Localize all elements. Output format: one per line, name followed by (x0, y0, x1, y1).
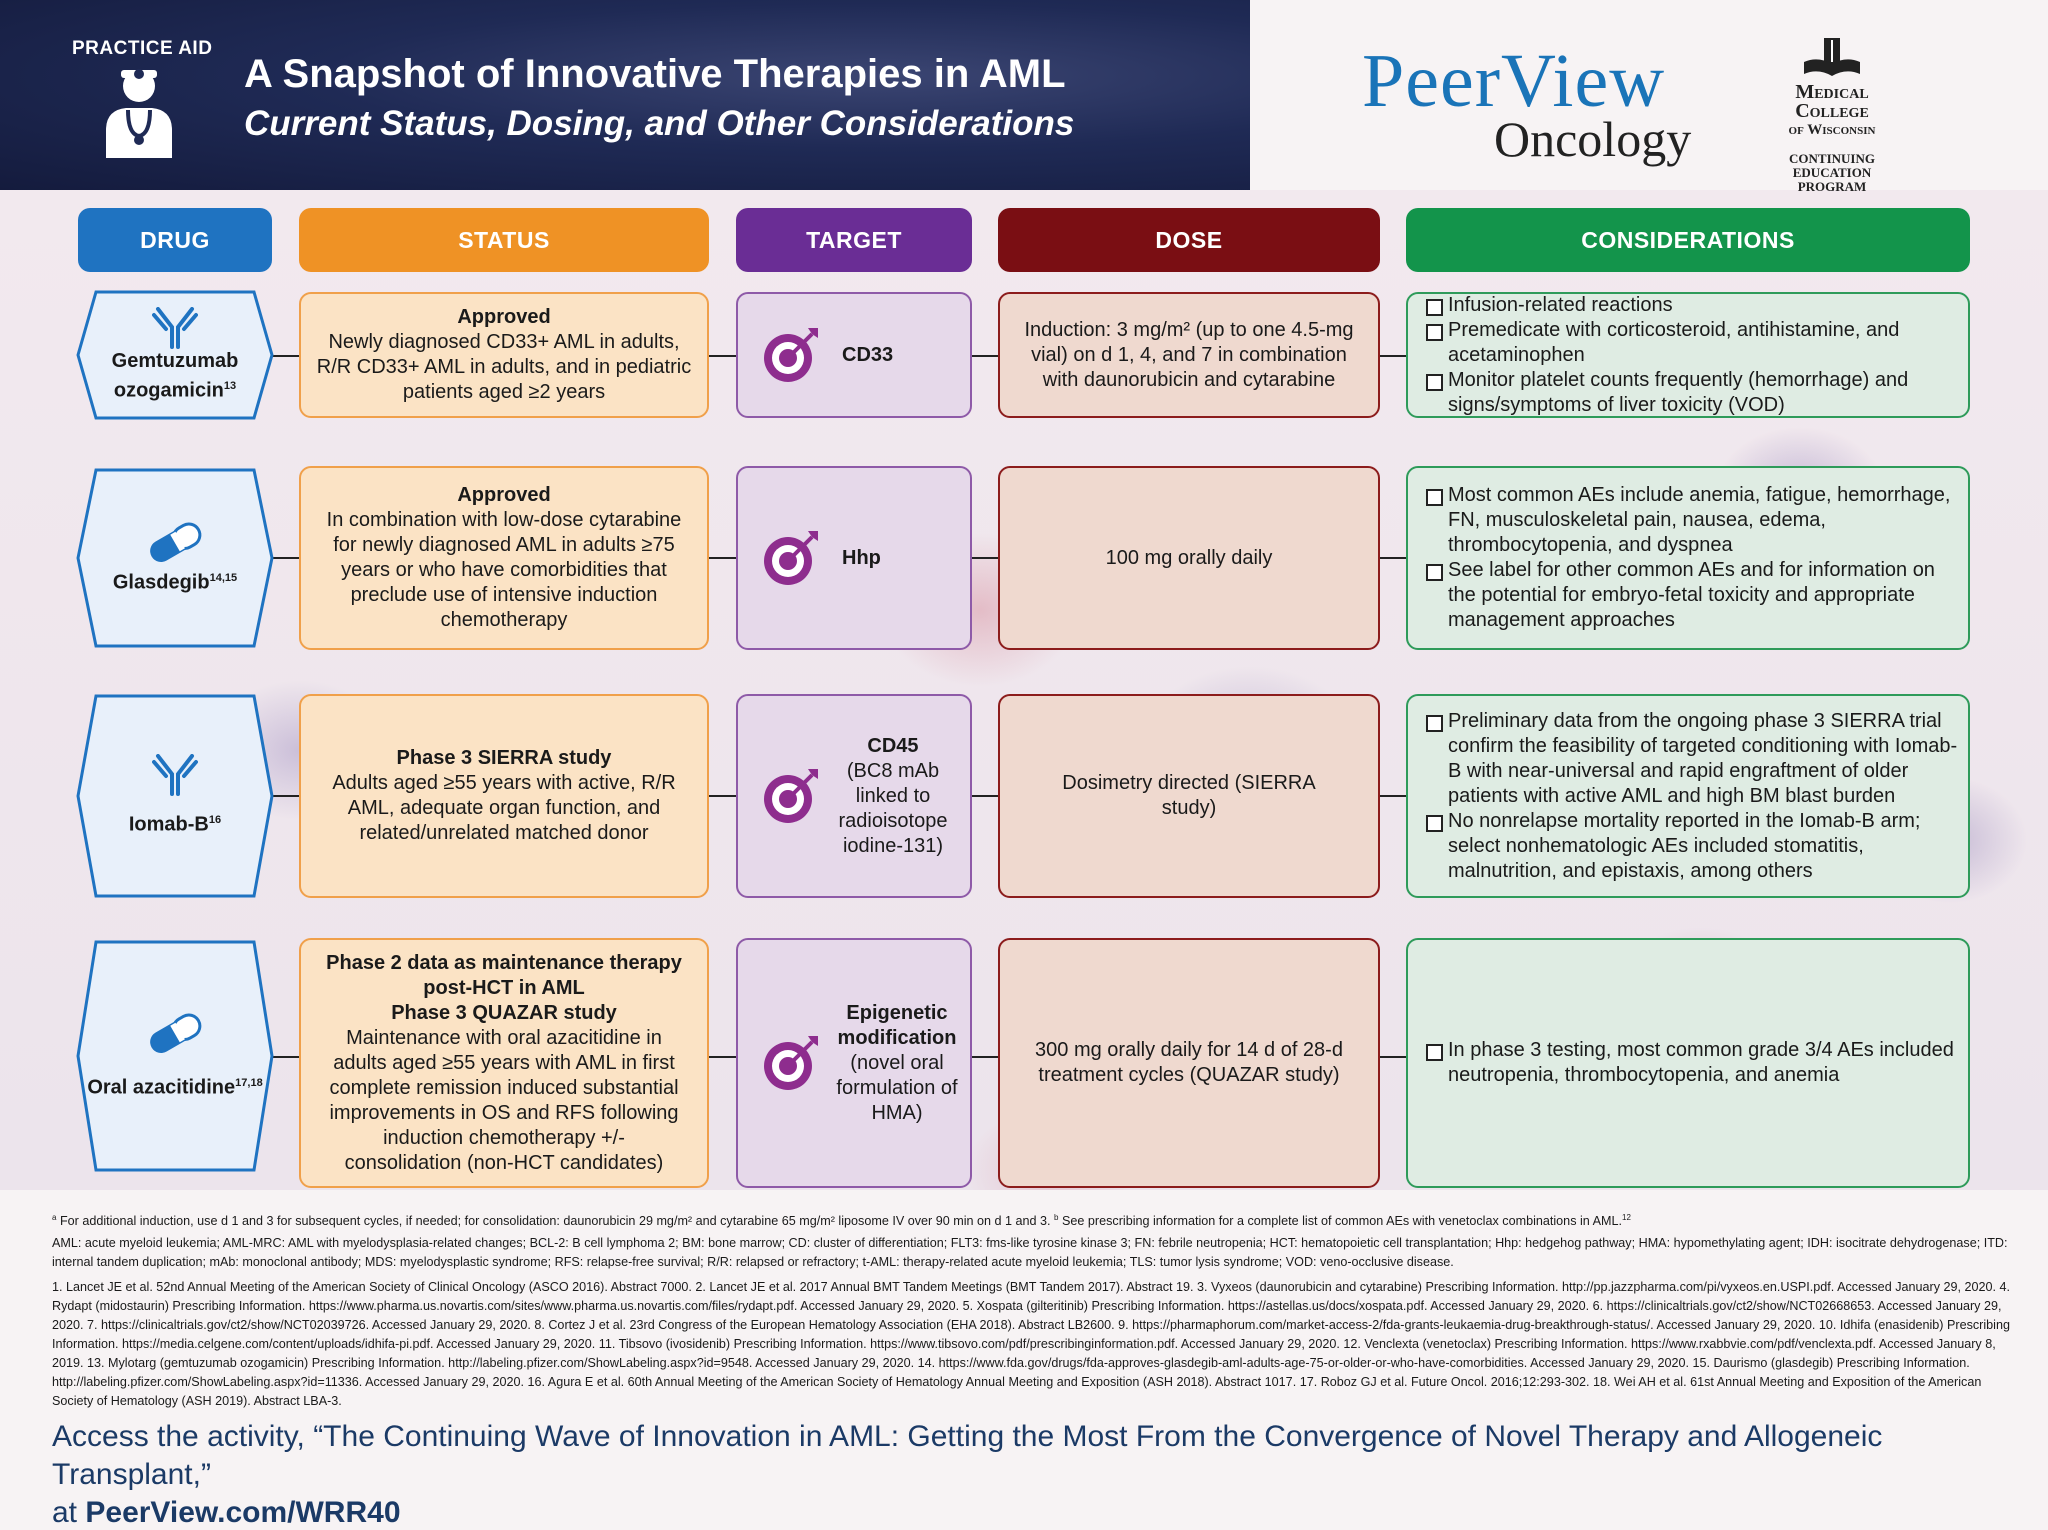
mcw-name-line1: Medical (1795, 81, 1869, 103)
target-box: Hhp (736, 466, 972, 650)
status-text: Maintenance with oral azacitidine in adu… (329, 1026, 679, 1174)
status-heading: Approved (457, 306, 551, 328)
target-box: CD33 (736, 292, 972, 418)
considerations-item: Infusion-related reactions (1426, 293, 1958, 318)
status-box: Phase 2 data as maintenance therapy post… (299, 938, 709, 1188)
status-box: Phase 3 SIERRA study Adults aged ≥55 yea… (299, 694, 709, 898)
drug-hexagon: Glasdegib14,15 (76, 468, 274, 648)
peerview-logo: PeerView (1362, 39, 1666, 123)
target-heading: CD45 (867, 734, 919, 757)
status-text: In combination with low-dose cytarabine … (326, 509, 682, 631)
column-header-status: STATUS (299, 208, 709, 272)
column-header-considerations: CONSIDERATIONS (1406, 208, 1970, 272)
book-icon (1804, 38, 1860, 76)
target-heading: Epigenetic modification (837, 1001, 957, 1049)
mcw-logo: Medical College of Wisconsin CONTINUING … (1752, 38, 1912, 194)
considerations-item: No nonrelapse mortality reported in the … (1426, 809, 1958, 884)
drug-name: Oral azacitidine17,18 (87, 1076, 263, 1099)
column-header-dose: DOSE (998, 208, 1380, 272)
target-icon (764, 531, 818, 585)
status-heading: Approved (457, 484, 551, 506)
header-banner: PRACTICE AID A Snapshot of Innovative Th… (0, 0, 1250, 190)
considerations-item: Premedicate with corticosteroid, antihis… (1426, 318, 1958, 368)
column-header-drug: DRUG (78, 208, 272, 272)
antibody-icon (152, 754, 198, 797)
cta-url-link[interactable]: PeerView.com/WRR40 (85, 1496, 401, 1529)
pill-icon (150, 1013, 202, 1054)
target-detail: (BC8 mAb linked to radioisotope iodine-1… (838, 759, 948, 857)
cta-text: Access the activity, “The Continuing Wav… (52, 1420, 1883, 1491)
dose-box: Dosimetry directed (SIERRA study) (998, 694, 1380, 898)
status-text: Newly diagnosed CD33+ AML in adults, R/R… (316, 331, 692, 403)
target-label: Hhp (842, 546, 881, 569)
column-header-target: TARGET (736, 208, 972, 272)
pill-icon (150, 522, 202, 563)
drug-name: Glasdegib14,15 (112, 571, 238, 594)
mcw-cep-line2: PROGRAM (1797, 179, 1867, 194)
mcw-name-line2: College (1795, 100, 1869, 122)
dose-text: Induction: 3 mg/m² (up to one 4.5-mg via… (1024, 318, 1354, 391)
cta-at: at (52, 1496, 78, 1529)
drug-name: Gemtuzumab ozogamicin13 (111, 349, 239, 402)
considerations-box: Infusion-related reactions Premedicate w… (1406, 292, 1970, 418)
status-heading: Phase 3 SIERRA study (396, 747, 612, 769)
footnotes: a For additional induction, use d 1 and … (52, 1213, 1631, 1229)
considerations-box: Preliminary data from the ongoing phase … (1406, 694, 1970, 898)
target-box: CD45 (BC8 mAb linked to radioisotope iod… (736, 694, 972, 898)
status-text: Adults aged ≥55 years with active, R/R A… (332, 772, 676, 844)
considerations-box: In phase 3 testing, most common grade 3/… (1406, 938, 1970, 1188)
page-title: A Snapshot of Innovative Therapies in AM… (244, 52, 1066, 96)
drug-hexagon: Iomab-B16 (76, 694, 274, 898)
status-heading-2: Phase 3 QUAZAR study (391, 1001, 617, 1024)
dose-text: 100 mg orally daily (1105, 546, 1273, 569)
target-box: Epigenetic modification (novel oral form… (736, 938, 972, 1188)
target-label: Epigenetic modification (novel oral form… (834, 1001, 960, 1126)
target-icon (764, 1036, 818, 1090)
antibody-icon (152, 306, 198, 349)
mcw-cep-line1: CONTINUING EDUCATION (1789, 151, 1875, 180)
considerations-item: Preliminary data from the ongoing phase … (1426, 709, 1958, 809)
target-detail: (novel oral formulation of HMA) (836, 1051, 958, 1124)
dose-box: 300 mg orally daily for 14 d of 28-d tre… (998, 938, 1380, 1188)
considerations-item: Most common AEs include anemia, fatigue,… (1426, 483, 1958, 558)
status-box: Approved In combination with low-dose cy… (299, 466, 709, 650)
considerations-box: Most common AEs include anemia, fatigue,… (1406, 466, 1970, 650)
dose-box: 100 mg orally daily (998, 466, 1380, 650)
abbreviations: AML: acute myeloid leukemia; AML-MRC: AM… (52, 1236, 2008, 1269)
target-icon (764, 769, 818, 823)
call-to-action: Access the activity, “The Continuing Wav… (52, 1418, 2048, 1530)
drug-name: Iomab-B16 (128, 813, 222, 836)
footnote-b: See prescribing information for a comple… (1062, 1214, 1622, 1229)
doctor-icon (106, 69, 172, 158)
target-icon (764, 328, 818, 382)
considerations-item: Monitor platelet counts frequently (hemo… (1426, 368, 1958, 418)
considerations-item: See label for other common AEs and for i… (1426, 558, 1958, 633)
dose-text: 300 mg orally daily for 14 d of 28-d tre… (1035, 1039, 1343, 1086)
considerations-item: In phase 3 testing, most common grade 3/… (1426, 1038, 1958, 1088)
drug-hexagon: Oral azacitidine17,18 (76, 940, 274, 1172)
status-box: Approved Newly diagnosed CD33+ AML in ad… (299, 292, 709, 418)
dose-box: Induction: 3 mg/m² (up to one 4.5-mg via… (998, 292, 1380, 418)
dose-text: Dosimetry directed (SIERRA study) (1062, 772, 1316, 819)
oncology-logo-text: Oncology (1494, 111, 1692, 167)
drug-hexagon: Gemtuzumab ozogamicin13 (76, 290, 274, 420)
practice-aid-label: PRACTICE AID (72, 38, 213, 59)
mcw-name-line3: of Wisconsin (1788, 122, 1876, 138)
references: 1. Lancet JE et al. 52nd Annual Meeting … (52, 1280, 2011, 1408)
page-subtitle: Current Status, Dosing, and Other Consid… (244, 104, 1075, 143)
footnote-a: For additional induction, use d 1 and 3 … (59, 1214, 1051, 1229)
status-heading: Phase 2 data as maintenance therapy post… (326, 951, 682, 999)
target-label: CD33 (842, 343, 894, 366)
target-label: CD45 (BC8 mAb linked to radioisotope iod… (834, 734, 952, 859)
